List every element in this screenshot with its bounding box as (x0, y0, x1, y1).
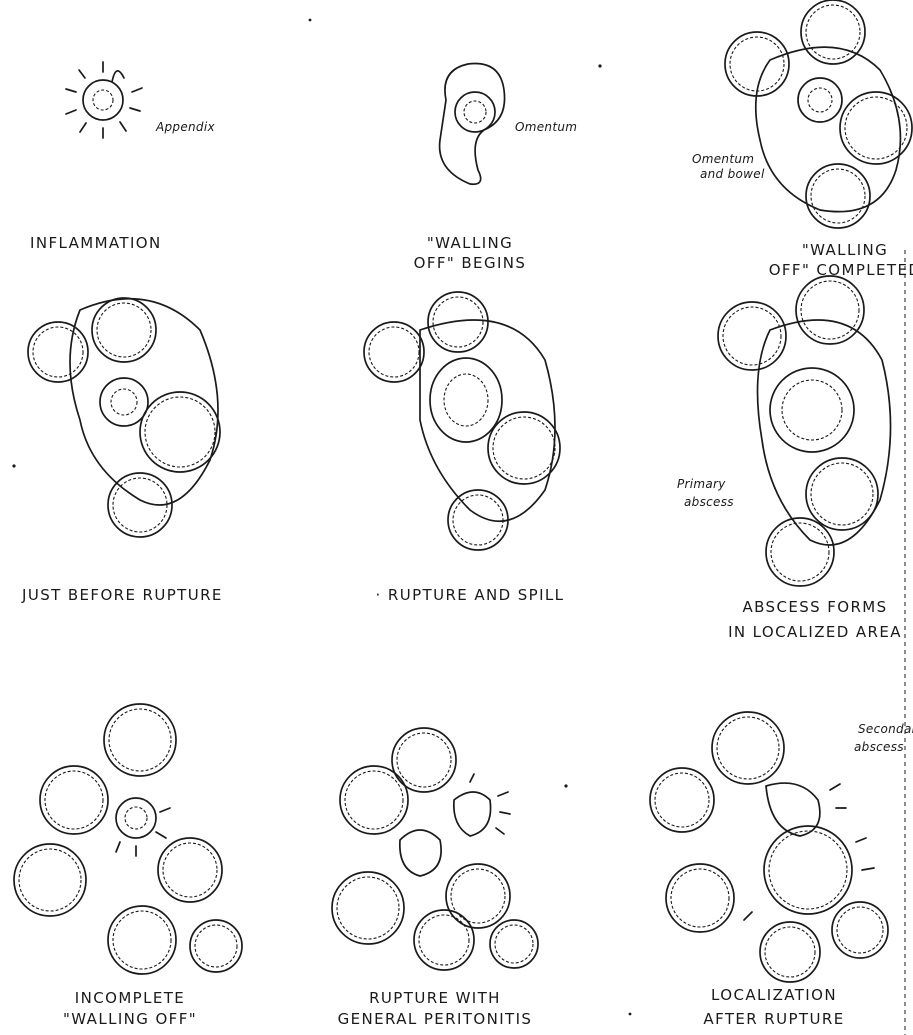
panel-walling-off-begins: Omentum "WALLING OFF" BEGINS (414, 64, 578, 272)
caption-peritonitis-line2: GENERAL PERITONITIS (338, 1010, 533, 1028)
primary-label: Primary (677, 477, 726, 491)
caption-walling-completed-line2: OFF" COMPLETED (769, 261, 913, 279)
caption-walling-begins-line1: "WALLING (427, 234, 513, 252)
caption-localization-line2: AFTER RUPTURE (703, 1010, 844, 1028)
caption-walling-begins-line2: OFF" BEGINS (414, 254, 527, 272)
rupture-spill-drawing (364, 292, 560, 550)
panel-just-before-rupture: JUST BEFORE RUPTURE (21, 298, 223, 604)
incomplete-walling-drawing (14, 704, 242, 974)
panel-incomplete-walling-off: INCOMPLETE "WALLING OFF" (14, 704, 242, 1028)
omentum-label: Omentum (515, 120, 577, 134)
caption-rupture-and-spill: · RUPTURE AND SPILL (376, 586, 565, 604)
secondary-abscess-drawing (650, 712, 888, 982)
panel-general-peritonitis: RUPTURE WITH GENERAL PERITONITIS (332, 728, 538, 1028)
panel-rupture-and-spill: · RUPTURE AND SPILL (364, 292, 564, 604)
appendix-with-omentum-drawing (440, 64, 505, 185)
caption-abscess-forms-line1: ABSCESS FORMS (742, 598, 887, 616)
caption-abscess-forms-line2: IN LOCALIZED AREA (728, 623, 902, 641)
general-peritonitis-drawing (332, 728, 538, 970)
caption-walling-completed-line1: "WALLING (802, 241, 888, 259)
panel-localization-after-rupture: Secondary abscess LOCALIZATION AFTER RUP… (650, 712, 913, 1028)
panel-walling-off-completed: Omentum and bowel "WALLING OFF" COMPLETE… (692, 0, 913, 279)
caption-just-before-rupture: JUST BEFORE RUPTURE (21, 586, 223, 604)
caption-incomplete-line1: INCOMPLETE (75, 989, 185, 1007)
caption-inflammation: INFLAMMATION (30, 234, 162, 252)
appendix-label: Appendix (155, 120, 215, 134)
panel-abscess-forms: Primary abscess ABSCESS FORMS IN LOCALIZ… (677, 276, 902, 641)
secondary-abscess-label: abscess (854, 740, 904, 754)
caption-peritonitis-line1: RUPTURE WITH (369, 989, 501, 1007)
inflamed-appendix-drawing (66, 62, 142, 138)
primary-abscess-drawing (718, 276, 891, 586)
omentum-label-2: Omentum (692, 152, 754, 166)
caption-localization-line1: LOCALIZATION (711, 986, 837, 1004)
bowel-label: and bowel (700, 167, 765, 181)
caption-incomplete-line2: "WALLING OFF" (63, 1010, 197, 1028)
primary-abscess-label: abscess (684, 495, 734, 509)
pre-rupture-drawing (28, 298, 220, 537)
walled-appendix-drawing (725, 0, 912, 228)
panel-inflammation: Appendix INFLAMMATION (30, 62, 215, 252)
